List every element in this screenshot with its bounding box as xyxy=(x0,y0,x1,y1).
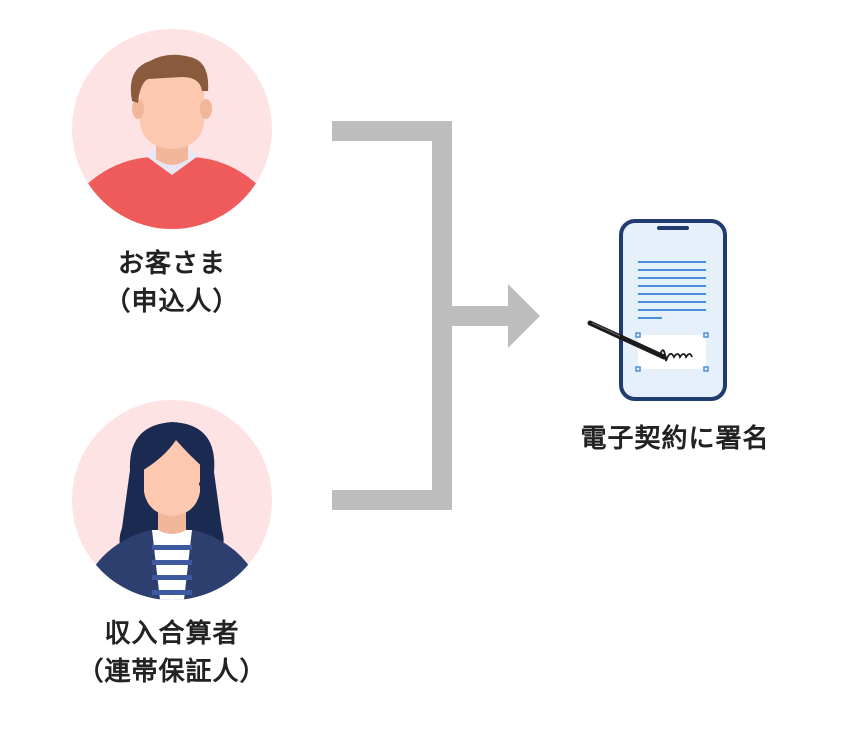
woman-avatar-icon xyxy=(72,422,272,600)
esign-title: 電子契約に署名 xyxy=(580,424,770,454)
pen-icon xyxy=(587,320,667,360)
guarantor-avatar xyxy=(72,400,272,600)
guarantor-subtitle: （連帯保証人） xyxy=(77,657,267,687)
esign-label: 電子契約に署名 xyxy=(545,420,805,458)
arrow-right-icon xyxy=(508,284,540,348)
customer-subtitle: （申込人） xyxy=(104,287,240,317)
guarantor-title: 収入合算者 xyxy=(104,619,240,649)
connector-top-branch xyxy=(332,121,452,141)
man-avatar-icon xyxy=(72,54,272,229)
connector-vertical xyxy=(432,121,452,510)
smartphone-signature-icon xyxy=(587,219,727,401)
customer-label: お客さま （申込人） xyxy=(52,245,292,321)
customer-title: お客さま xyxy=(117,249,226,279)
customer-avatar xyxy=(72,29,272,229)
connector-bottom-branch xyxy=(332,490,452,510)
guarantor-label: 収入合算者 （連帯保証人） xyxy=(52,615,292,691)
connector-stem xyxy=(452,306,512,326)
